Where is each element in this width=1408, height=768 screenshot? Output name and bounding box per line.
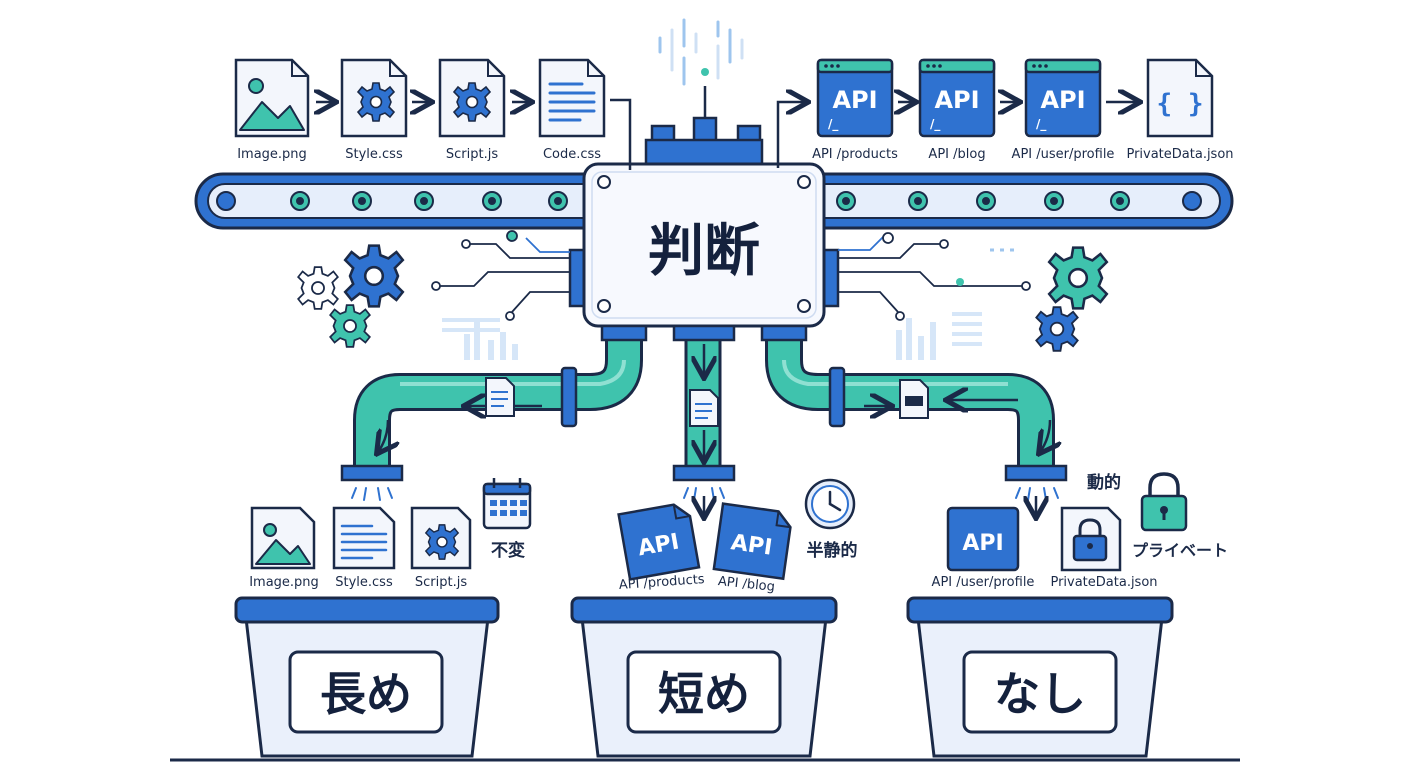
file-name: API /blog	[717, 574, 775, 595]
data-stream-decoration	[658, 18, 744, 86]
file-name: Style.css	[335, 575, 393, 590]
top-api-blog: API /_ API /blog	[918, 58, 996, 162]
document-file-icon	[548, 82, 596, 122]
category-tag-dynamic: 動的	[1087, 472, 1121, 493]
pipe-middle	[672, 324, 736, 482]
gear-icon	[453, 82, 491, 122]
clock-icon	[804, 478, 856, 530]
bin-middle: 短め	[570, 596, 838, 758]
file-name: API /products	[618, 572, 705, 593]
api-sub: /_	[1036, 117, 1046, 132]
document-icon	[485, 377, 515, 417]
top-file-image: Image.png	[234, 58, 310, 162]
item-name: API /user/profile	[1012, 147, 1115, 162]
bottom-private-data-json: PrivateData.json	[1050, 506, 1158, 590]
api-badge: API	[832, 86, 877, 114]
calendar-icon	[482, 478, 532, 530]
bin-label: 長め	[320, 667, 412, 721]
file-name: Image.png	[249, 575, 319, 590]
document-icon	[899, 379, 929, 419]
bin-label: 短め	[658, 667, 750, 721]
gear-icon	[343, 244, 405, 308]
category-left: Image.png Style.css Script.js	[249, 478, 532, 590]
document-file-icon	[340, 524, 388, 560]
faint-bar-chart-decoration-left	[442, 318, 518, 360]
item-name: PrivateData.json	[1126, 147, 1233, 162]
category-tag: 半静的	[807, 540, 858, 561]
category-tag-private: プライベート	[1132, 541, 1228, 560]
gear-icon	[1047, 246, 1109, 310]
bin-left: 長め	[234, 596, 500, 758]
gear-icon	[329, 304, 371, 348]
gears-left	[297, 244, 405, 348]
category-right: API API /user/profile PrivateData.json 動…	[932, 472, 1228, 590]
gear-icon	[425, 524, 459, 560]
circuit-lines-right	[838, 232, 1031, 321]
file-name: Image.png	[237, 147, 307, 162]
pipe-right	[760, 324, 1068, 482]
bottom-api-blog: API	[712, 502, 792, 581]
conveyor-rollers	[216, 191, 1202, 211]
bottom-api-products: API	[617, 503, 701, 581]
file-name: Style.css	[345, 147, 403, 162]
circuit-lines-left	[431, 230, 570, 321]
api-badge: API	[962, 531, 1003, 556]
decision-box: 判断	[582, 162, 826, 328]
category-middle: API API /products API API /blog 半静的	[617, 478, 858, 595]
braces-icon: { }	[1157, 89, 1204, 119]
document-icon	[689, 389, 719, 427]
bottom-file-style: Style.css	[332, 506, 396, 590]
gear-icon	[1035, 306, 1079, 352]
decision-label: 判断	[648, 219, 760, 284]
file-name: Script.js	[446, 147, 498, 162]
file-name: API /user/profile	[932, 575, 1035, 590]
api-badge: API	[729, 530, 773, 561]
bin-right: なし	[906, 596, 1174, 758]
image-file-icon	[239, 78, 305, 131]
file-name: Code.css	[543, 147, 601, 162]
pipe-left	[340, 324, 648, 482]
file-name: PrivateData.json	[1050, 575, 1157, 590]
gear-icon	[297, 266, 339, 310]
bottom-api-user-profile: API API /user/profile	[932, 506, 1035, 590]
gear-icon	[357, 82, 395, 122]
top-file-script: Script.js	[438, 58, 506, 162]
bin-label: なし	[994, 667, 1086, 721]
top-api-products: API /_ API /products	[812, 58, 898, 162]
file-name: Script.js	[415, 575, 467, 590]
item-name: API /blog	[928, 147, 985, 162]
api-badge: API	[1040, 86, 1085, 114]
api-sub: /_	[930, 117, 940, 132]
top-api-user-profile: API /_ API /user/profile	[1012, 58, 1115, 162]
image-file-icon	[263, 523, 277, 537]
bottom-file-script: Script.js	[410, 506, 472, 590]
faint-bar-chart-decoration-right	[896, 312, 982, 360]
api-badge: API	[934, 86, 979, 114]
lock-icon	[1072, 518, 1108, 562]
gears-right	[1035, 246, 1109, 352]
item-name: API /products	[812, 147, 898, 162]
decision-unit	[568, 86, 840, 308]
category-tag: 不変	[491, 540, 525, 561]
top-file-code: Code.css	[538, 58, 606, 162]
padlock-icon	[1140, 472, 1188, 532]
top-file-style: Style.css	[340, 58, 408, 162]
api-sub: /_	[828, 117, 838, 132]
bottom-file-image: Image.png	[249, 506, 319, 590]
top-private-data-json: { } PrivateData.json	[1126, 58, 1234, 162]
